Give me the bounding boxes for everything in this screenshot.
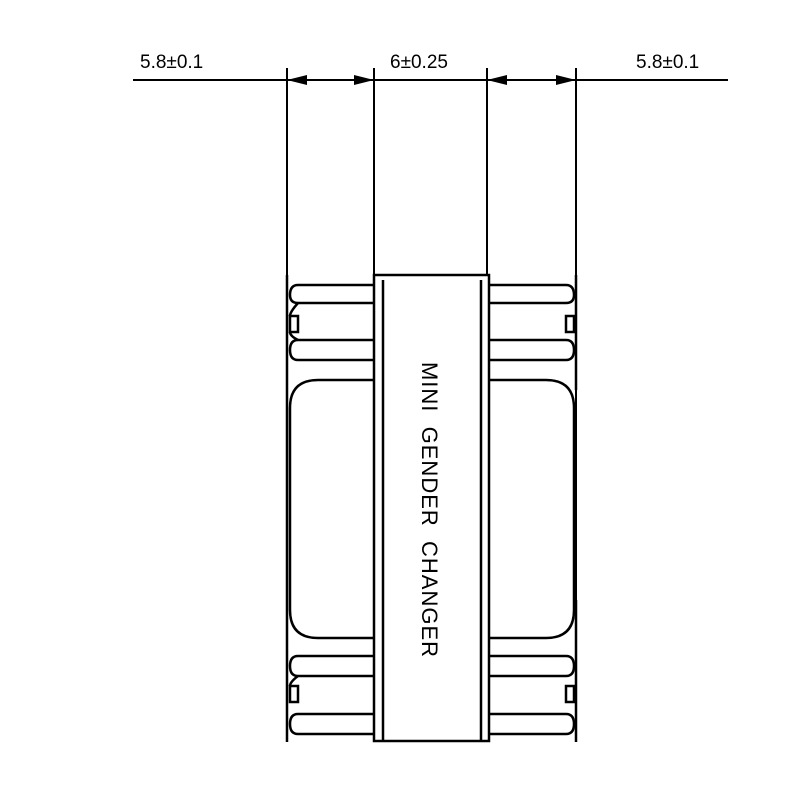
arrow-icon [556, 75, 576, 85]
arrow-icon [287, 75, 307, 85]
left-connector [285, 275, 374, 742]
center-band: MINI GENDER CHANGER [372, 273, 491, 743]
arrow-icon [487, 75, 507, 85]
dimension-right: 5.8±0.1 [636, 52, 699, 73]
arrow-icon [354, 75, 374, 85]
dimension-lines: 5.8±0.1 6±0.25 5.8±0.1 [133, 52, 728, 742]
dimension-left: 5.8±0.1 [140, 52, 203, 73]
dimension-center: 6±0.25 [390, 52, 448, 73]
part-label: MINI GENDER CHANGER [417, 362, 442, 658]
right-connector [490, 275, 578, 742]
dimension-arrows [287, 75, 576, 85]
